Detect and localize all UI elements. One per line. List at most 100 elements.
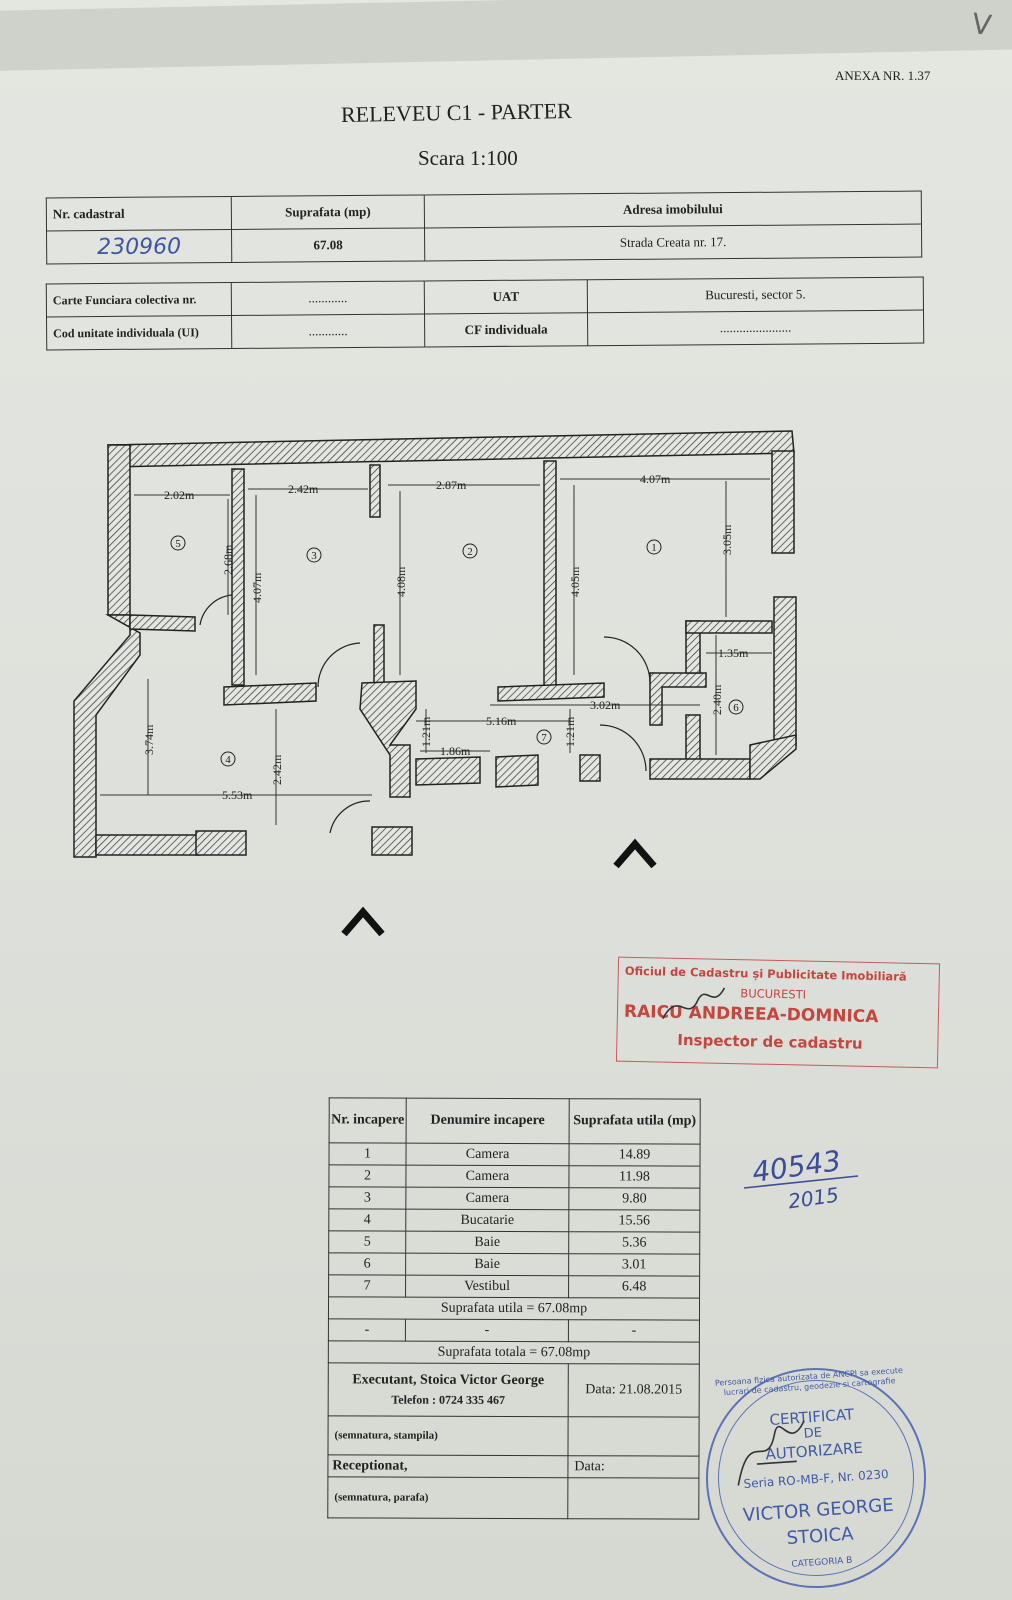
dim-3-02: 3.02m [590,698,621,712]
plan-walls [73,430,797,858]
cf-individuala-label: CF individuala [424,312,588,347]
room-nr: 6 [328,1252,406,1276]
entrance-arrow-right [613,838,657,869]
executant-cell: Executant, Stoica Victor George Telefon … [328,1362,569,1417]
receptionat-date-label: Data: [567,1455,699,1479]
dim-2-68: 2.68m [221,544,235,575]
room-name: Baie [405,1253,569,1276]
document-title: RELEVEU C1 - PARTER [340,97,572,128]
room-nr: 2 [328,1164,406,1188]
room-label-3: 3 [311,550,317,562]
executant-phone: Telefon : 0724 335 467 [391,1392,505,1407]
receptionat-label: Receptionat, [327,1454,568,1478]
room-nr: 5 [328,1230,406,1254]
room-nr: 3 [328,1186,406,1210]
ocpi-stamp-city: BUCURESTI [740,986,807,1002]
dim-2-40: 2.40m [710,684,724,715]
plan-doors [199,594,651,834]
room-area: 5.36 [568,1231,700,1255]
ocpi-inspector-stamp: Oficiul de Cadastru și Publicitate Imobi… [615,956,941,1069]
uat-value: Bucuresti, sector 5. [587,277,924,313]
room-name: Camera [405,1143,570,1166]
seal-signature [737,1420,805,1486]
dim-1-86: 1.86m [440,744,471,758]
room-nr: 4 [328,1208,406,1232]
dim-4-07: 4.07m [250,572,264,603]
address-value: Strada Creata nr. 17. [424,224,922,261]
room-area: 6.48 [568,1275,700,1299]
land-register-table: Carte Funciara colectiva nr. ...........… [46,277,924,351]
room-name: Camera [405,1187,569,1210]
rooms-header-name: Denumire incapere [406,1098,570,1144]
uat-label: UAT [424,279,588,314]
room-area: 9.80 [568,1187,700,1211]
dim-5-53: 5.53m [222,788,253,802]
room-label-7: 7 [541,732,547,744]
receptionat-signature-label: (semnatura, parafa) [327,1476,568,1519]
room-name: Vestibul [405,1275,569,1298]
address-label: Adresa imobilului [424,191,922,228]
dim-2-87: 2.87m [436,478,467,492]
total-useful-area: Suprafata utila = 67.08mp [328,1296,700,1321]
registration-underline [743,1175,859,1189]
dim-1-35: 1.35m [718,646,749,660]
annex-label: ANEXA NR. 1.37 [835,68,931,83]
inspector-signature [662,987,726,1019]
suprafata-label: Suprafata (mp) [231,194,425,230]
dim-4-07-top: 4.07m [640,472,671,486]
dim-1-21-left: 1.21m [419,716,433,747]
room-area: 3.01 [568,1253,700,1277]
room-label-2: 2 [467,546,473,558]
room-label-5: 5 [175,538,181,550]
room-name: Camera [405,1165,569,1188]
rooms-header-area: Suprafata utila (mp) [569,1098,701,1145]
blank-row-name: - [405,1319,569,1342]
room-nr: 7 [328,1274,406,1298]
cf-individuala-value: ...................... [587,310,924,346]
ocpi-stamp-role: Inspector de cadastru [677,1030,863,1053]
room-label-1: 1 [651,542,657,554]
cod-ui-value: ............ [231,313,425,349]
executant-date: Data: 21.08.2015 [568,1363,700,1418]
dim-1-21-right: 1.21m [563,716,577,747]
total-area: Suprafata totala = 67.08mp [328,1340,700,1365]
room-label-6: 6 [733,702,739,714]
rooms-table: Nr. incapere Denumire incapere Suprafata… [327,1097,701,1520]
rooms-header-nr: Nr. incapere [329,1097,407,1144]
blank-row-nr: - [328,1318,406,1342]
dim-2-02: 2.02m [164,488,195,502]
executant-signature-label: (semnatura, stampila) [327,1415,569,1456]
scale-label: Scara 1:100 [418,146,518,170]
carte-funciara-value: ............ [231,280,425,316]
room-area: 11.98 [568,1165,700,1189]
dim-4-08: 4.08m [394,566,408,597]
room-name: Bucatarie [405,1209,569,1232]
carte-funciara-label: Carte Funciara colectiva nr. [46,282,232,317]
room-label-4: 4 [225,754,231,766]
room-name: Baie [405,1231,569,1254]
floor-plan: 2.02m 2.42m 2.87m 4.07m 2.68m 4.07m 4.08… [73,430,797,858]
dim-5-16: 5.16m [486,714,517,728]
entrance-arrow-left [341,906,385,937]
cod-ui-label: Cod unitate individuala (UI) [46,315,232,350]
dim-2-42-kitchen: 2.42m [270,754,284,785]
executant-name: Executant, Stoica Victor George [352,1371,545,1388]
room-area: 15.56 [568,1209,700,1233]
nr-cadastral-label: Nr. cadastral [46,196,232,231]
cadastral-info-table: Nr. cadastral Suprafata (mp) Adresa imob… [46,191,922,265]
authorization-seal: Persoana fizica autorizata de ANCPI sa e… [698,1360,934,1596]
dim-3-05: 3.05m [720,524,734,555]
dim-4-05: 4.05m [568,566,582,597]
dim-2-42: 2.42m [288,482,319,496]
room-nr: 1 [329,1142,407,1166]
plan-dimension-lines [100,478,772,825]
blank-row-area: - [568,1319,700,1343]
